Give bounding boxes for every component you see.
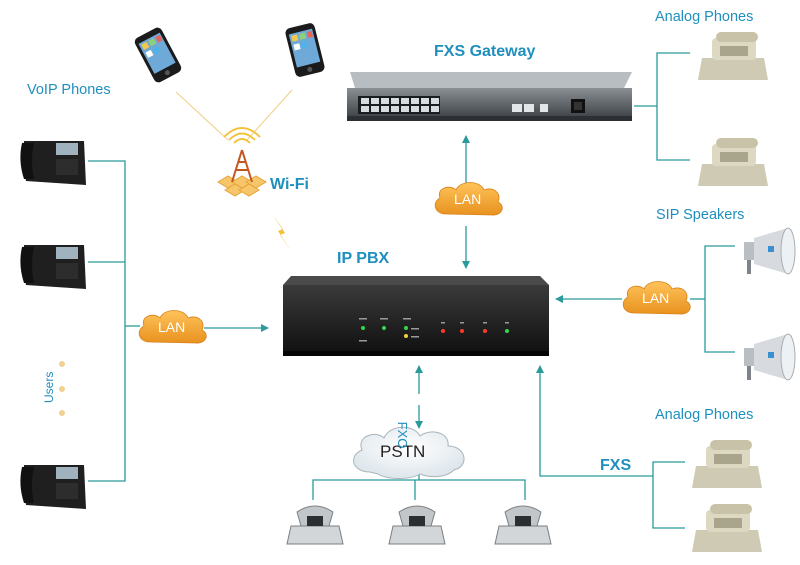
pstn-cloud (353, 426, 465, 479)
analog-phones-bottom-label: Analog Phones (655, 407, 754, 423)
lan-left-label: LAN (158, 319, 186, 335)
smartphone-left-icon (134, 27, 182, 83)
wifi-beams (175, 89, 293, 141)
analog-phone-icon (692, 504, 762, 552)
voip-phone-icon (20, 141, 86, 185)
voip-phones-label: VoIP Phones (27, 82, 111, 98)
fxs-gateway-label: FXS Gateway (434, 43, 536, 60)
pstn-phone-icon (286, 505, 344, 545)
sip-speakers-label: SIP Speakers (656, 207, 745, 223)
analog-phone-icon (692, 440, 762, 488)
ip-pbx-device (283, 276, 549, 356)
fxs-label: FXS (600, 457, 632, 474)
voip-phone-icon (20, 465, 86, 509)
analog-phones-top-label: Analog Phones (655, 9, 754, 25)
pstn-phone-bracket (312, 474, 526, 500)
lan-cloud-left (138, 310, 207, 344)
pstn-label: PSTN (380, 442, 426, 461)
sip-speaker-icon (744, 227, 796, 275)
ip-pbx-label: IP PBX (337, 250, 390, 267)
sip-speaker-icon (744, 333, 796, 381)
users-dots (59, 361, 65, 416)
pbx-led-panel (359, 318, 509, 342)
lan-top-label: LAN (454, 191, 482, 207)
top-analog-bracket (634, 52, 690, 161)
wifi-lightning (272, 214, 292, 252)
wifi-label: Wi-Fi (270, 176, 309, 193)
smartphone-right-icon (285, 23, 325, 77)
gateway-port-block (358, 96, 440, 114)
voip-phone-icon (20, 245, 86, 289)
bottom-analog-bracket (652, 461, 685, 529)
analog-phone-icon (698, 32, 768, 80)
fxs-connector (536, 365, 653, 477)
analog-phone-icon (698, 138, 768, 186)
wifi-tower-icon (217, 127, 267, 197)
speaker-bracket (690, 245, 735, 353)
lan-cloud-right (622, 281, 691, 315)
lan-right-label: LAN (642, 290, 670, 306)
lan-cloud-top (434, 182, 503, 216)
voip-phone-bracket (88, 160, 140, 482)
fxo-label: FXO (395, 421, 410, 449)
pstn-phone-icon (388, 505, 446, 545)
fxs-gateway-device (347, 72, 632, 121)
users-label: Users (42, 371, 56, 403)
pstn-phone-icon (494, 505, 552, 545)
